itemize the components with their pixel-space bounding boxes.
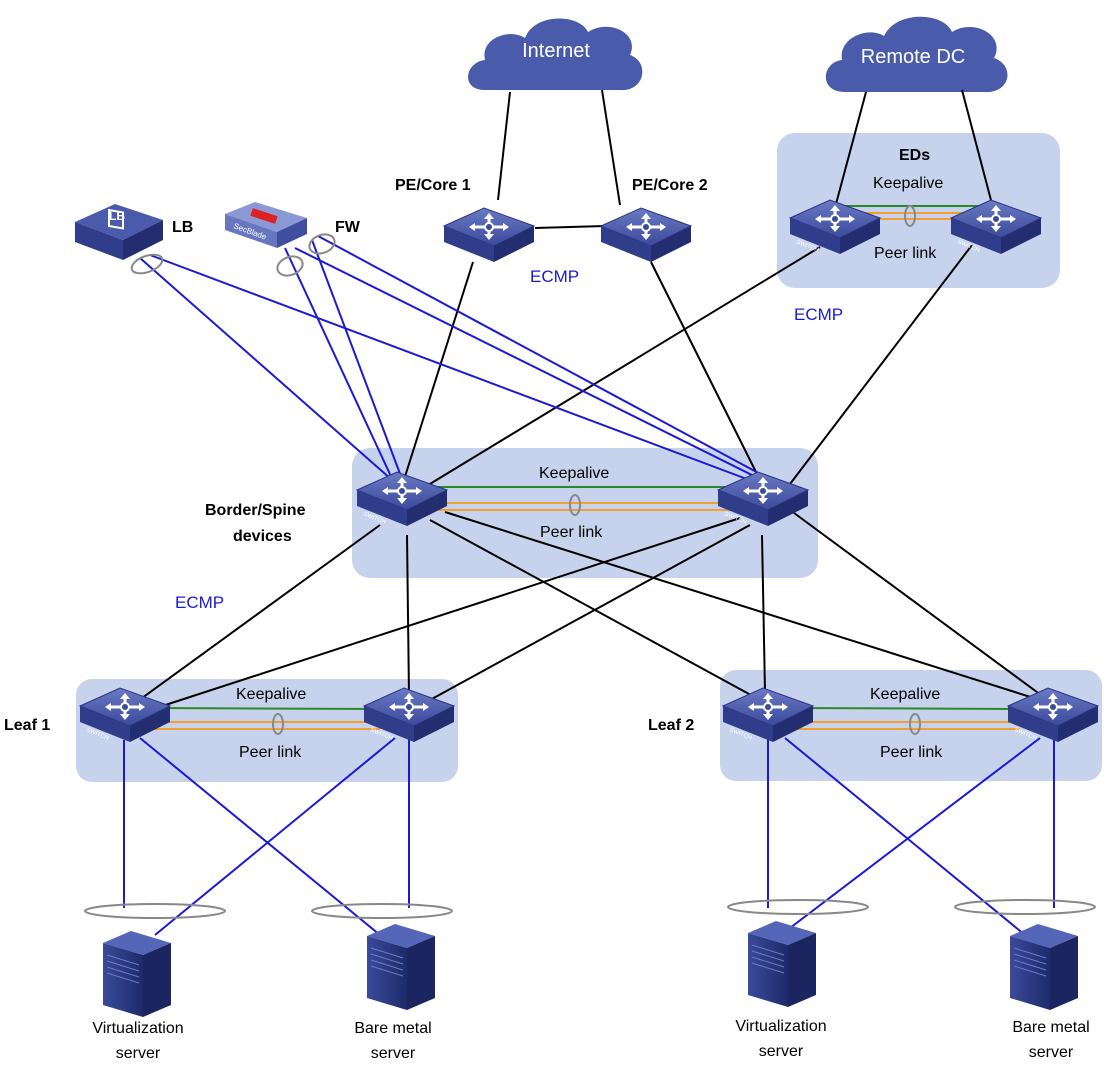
server-ellipses (84, 899, 1096, 919)
leaf2-virtualization-label-line1: Virtualization (735, 1018, 826, 1035)
internet-cloud: Internet (468, 18, 643, 91)
leaf1-link-pair (149, 707, 381, 735)
spine-keepalive-label: Keepalive (539, 465, 609, 482)
leaf1-group-box (76, 679, 458, 782)
lb-icon-text: LB (109, 209, 125, 223)
remote-dc-label: Remote DC (861, 46, 965, 68)
pe-core-2-switch (599, 206, 693, 264)
leaf1-virtualization-label-line2: server (116, 1045, 161, 1062)
eds-keepalive-label: Keepalive (873, 175, 943, 192)
leaf-2-label: Leaf 2 (648, 717, 694, 734)
border-spine-label-line2: devices (233, 528, 292, 545)
leaf1-peer-link-label: Peer link (239, 744, 302, 761)
leaf2-bare-metal-label-line2: server (1029, 1044, 1074, 1061)
border-spine-group-box (352, 448, 818, 578)
internet-label: Internet (522, 40, 590, 62)
black-links (126, 89, 1046, 711)
fw-device: SecBlade (225, 202, 307, 248)
ecmp-label-core: ECMP (530, 267, 579, 286)
lag-ellipses (130, 233, 336, 277)
leaf2-bare-metal-label-line1: Bare metal (1012, 1019, 1089, 1036)
leaf2-bare-metal-server (1009, 923, 1079, 1011)
leaf1-bare-metal-server (366, 923, 436, 1011)
leaf1-bare-metal-label-line1: Bare metal (354, 1020, 431, 1037)
leaf2-link-pair (789, 707, 1021, 735)
leaf2-peer-link-label: Peer link (880, 744, 943, 761)
pe-core-1-label: PE/Core 1 (395, 177, 471, 194)
leaf1-bare-metal-label-line2: server (371, 1045, 416, 1062)
lb-label: LB (172, 219, 193, 236)
fw-label: FW (335, 219, 361, 236)
leaf2-keepalive-label: Keepalive (870, 686, 940, 703)
border-spine-label-line1: Border/Spine (205, 502, 306, 519)
remote-dc-cloud: Remote DC (825, 16, 1008, 93)
eds-label: EDs (899, 147, 930, 164)
ecmp-label-eds: ECMP (794, 305, 843, 324)
leaf2-virtualization-label-line2: server (759, 1043, 804, 1060)
blue-links (123, 235, 1055, 936)
leaf-1-label: Leaf 1 (4, 717, 50, 734)
pe-core-1-switch (442, 206, 536, 264)
lb-device: LB (75, 204, 163, 260)
spine-link-pair (430, 486, 740, 516)
leaf2-virtualization-server (747, 920, 817, 1008)
leaf1-virtualization-label-line1: Virtualization (92, 1020, 183, 1037)
leaf1-keepalive-label: Keepalive (236, 686, 306, 703)
leaf1-virtualization-server (102, 930, 172, 1018)
spine-peer-link-label: Peer link (540, 524, 603, 541)
pe-core-2-label: PE/Core 2 (632, 177, 708, 194)
eds-peer-link-label: Peer link (874, 245, 937, 262)
ecmp-label-leaf: ECMP (175, 593, 224, 612)
